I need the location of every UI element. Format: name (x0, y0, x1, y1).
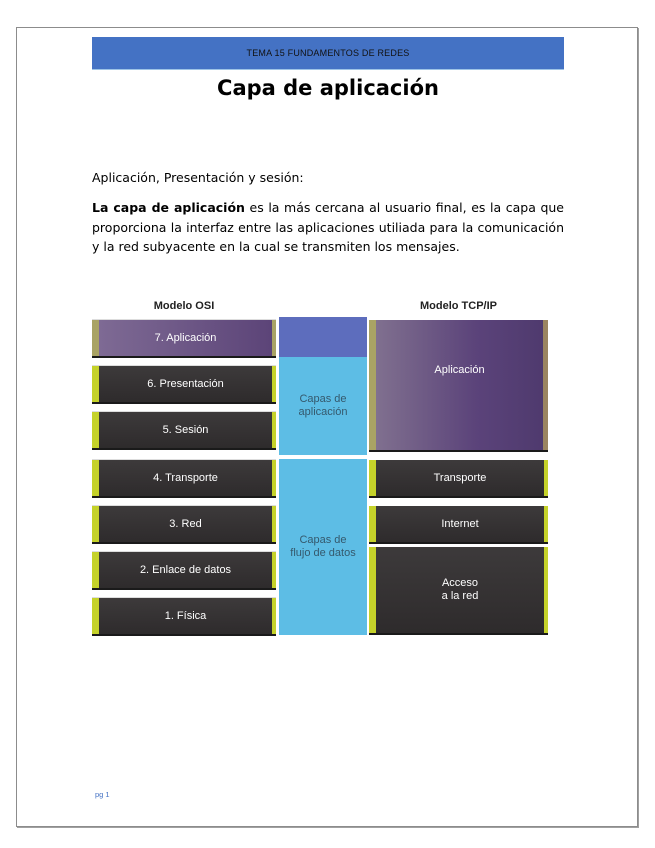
layer-label: 2. Enlace de datos (139, 564, 232, 576)
header-band: TEMA 15 FUNDAMENTOS DE REDES (92, 37, 564, 70)
layer-label: Internet (441, 517, 479, 530)
paragraph-body: es la más cercana al usuario final, es l… (92, 200, 564, 254)
group-label-line1: Capas de (299, 393, 347, 405)
tcpip-layer-internet: Internet (369, 506, 548, 542)
body-paragraph: La capa de aplicación es la más cercana … (92, 198, 564, 257)
osi-layer-6: 6. Presentación (92, 366, 276, 402)
layer-label: 1. Física (164, 610, 207, 622)
layer-label: 3. Red (169, 518, 202, 530)
tcpip-layer-application: Aplicación (369, 320, 548, 450)
group-label-line2: flujo de datos (290, 547, 356, 559)
page-title: Capa de aplicación (217, 76, 439, 100)
paragraph-bold-lead: La capa de aplicación (92, 200, 245, 215)
tcpip-heading: Modelo TCP/IP (420, 300, 497, 312)
layer-label-line2: a la red (441, 590, 479, 602)
osi-heading: Modelo OSI (153, 300, 215, 312)
group-top-band (279, 317, 367, 357)
layer-label: Aplicación (434, 364, 485, 376)
osi-layer-5: 5. Sesión (92, 412, 276, 448)
page-number: pg 1 (95, 790, 110, 799)
layer-label: 5. Sesión (162, 424, 209, 436)
layer-label: 7. Aplicación (154, 332, 217, 344)
layer-label: 6. Presentación (147, 378, 224, 390)
layer-label: Transporte (433, 471, 487, 484)
osi-layer-2: 2. Enlace de datos (92, 552, 276, 588)
header-text: TEMA 15 FUNDAMENTOS DE REDES (246, 48, 410, 58)
osi-layer-1: 1. Física (92, 598, 276, 634)
osi-layer-4: 4. Transporte (92, 460, 276, 496)
tcpip-layer-transport: Transporte (369, 460, 548, 496)
group-label-line2: aplicación (298, 406, 348, 418)
osi-layer-7: 7. Aplicación (92, 320, 276, 356)
group-label-line1: Capas de (299, 534, 347, 546)
section-subheading: Aplicación, Presentación y sesión: (92, 170, 304, 185)
layer-label: 4. Transporte (153, 472, 218, 484)
layer-label-line1: Acceso (441, 577, 479, 589)
osi-layer-3: 3. Red (92, 506, 276, 542)
